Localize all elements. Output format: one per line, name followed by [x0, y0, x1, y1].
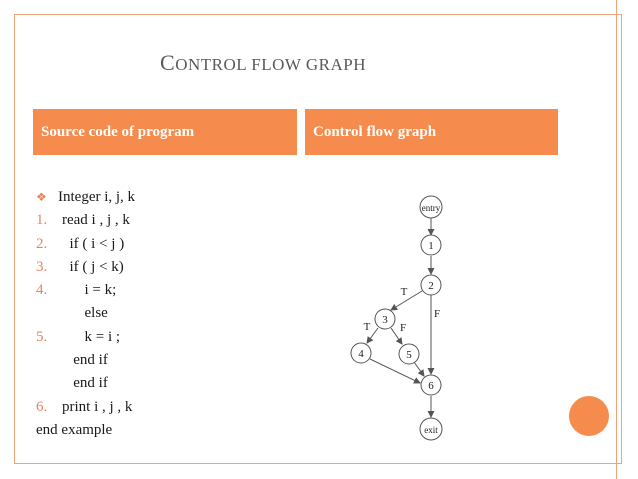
source-code-listing: ❖ Integer i, j, k 1. read i , j , k 2. if … — [36, 186, 286, 442]
node-5-label: 5 — [406, 349, 412, 361]
slide-title: CONTROL FLOW GRAPH — [160, 50, 480, 76]
decorative-circle-icon — [569, 396, 609, 436]
node-3 — [374, 308, 396, 330]
control-flow-header-label: Control flow graph — [313, 123, 437, 140]
code-line: end if — [36, 372, 286, 395]
code-text: end example — [36, 421, 113, 438]
code-line: 6. print i , j , k — [36, 396, 286, 419]
code-text: if ( j < k) — [62, 258, 124, 275]
code-line: end if — [36, 349, 286, 372]
code-line: 2. if ( i < j ) — [36, 233, 286, 256]
code-text: k = i ; — [62, 328, 121, 345]
code-text: read i , j , k — [62, 212, 130, 229]
edge-label-t2: T — [364, 321, 371, 333]
node-6-label: 6 — [428, 380, 434, 392]
edge-label-f2: F — [400, 322, 406, 334]
node-5 — [398, 343, 420, 365]
edge-3-4 — [366, 327, 379, 344]
node-2-label: 2 — [428, 280, 434, 292]
code-line: 5. k = i ; — [36, 326, 286, 349]
control-flow-graph: entry 1 2 3 4 5 6 exit T F T F — [350, 195, 443, 441]
node-3-label: 3 — [382, 314, 388, 326]
node-6 — [420, 374, 442, 396]
edge-2-3 — [390, 290, 423, 311]
code-text: else — [62, 305, 108, 322]
source-code-header-label: Source code of program — [41, 123, 195, 140]
side-rule — [616, 0, 617, 479]
node-1 — [420, 234, 442, 256]
node-exit-label: exit — [424, 425, 438, 435]
line-number: 2. — [36, 235, 48, 252]
bullet-icon: ❖ — [36, 190, 47, 204]
line-number — [36, 302, 62, 325]
code-text: end if — [62, 352, 108, 369]
line-number — [36, 372, 62, 395]
line-number: 5. — [36, 328, 48, 345]
code-line: else — [36, 302, 286, 325]
code-text: if ( i < j ) — [62, 235, 125, 252]
line-number — [36, 349, 62, 372]
code-text: Integer i, j, k — [58, 189, 136, 205]
node-2 — [420, 274, 442, 296]
title-rest: ONTROL FLOW GRAPH — [175, 55, 366, 74]
code-line: 4. i = k; — [36, 279, 286, 302]
node-4-label: 4 — [358, 348, 364, 360]
code-line: 3. if ( j < k) — [36, 256, 286, 279]
edge-label-f1: F — [434, 308, 440, 320]
edge-5-6 — [413, 361, 425, 377]
code-line: ❖ Integer i, j, k — [36, 186, 286, 209]
title-initial: C — [160, 50, 176, 75]
code-line: 1. read i , j , k — [36, 209, 286, 232]
edge-3-5 — [390, 327, 403, 345]
node-entry — [419, 195, 443, 219]
edge-4-6 — [369, 358, 421, 384]
node-4 — [350, 342, 372, 364]
node-1-label: 1 — [428, 240, 434, 252]
line-number: 6. — [36, 398, 48, 415]
slide-frame — [14, 14, 622, 464]
control-flow-header: Control flow graph — [305, 109, 558, 155]
node-entry-label: entry — [422, 203, 441, 213]
line-number: 1. — [36, 212, 48, 229]
node-exit — [419, 417, 443, 441]
edge-label-t1: T — [401, 286, 408, 298]
code-text: print i , j , k — [62, 398, 133, 415]
code-line: end example — [36, 419, 286, 442]
line-number: 3. — [36, 258, 48, 275]
code-text: end if — [62, 375, 108, 392]
code-text: i = k; — [62, 282, 117, 299]
source-code-header: Source code of program — [33, 109, 297, 155]
line-number: 4. — [36, 282, 48, 299]
